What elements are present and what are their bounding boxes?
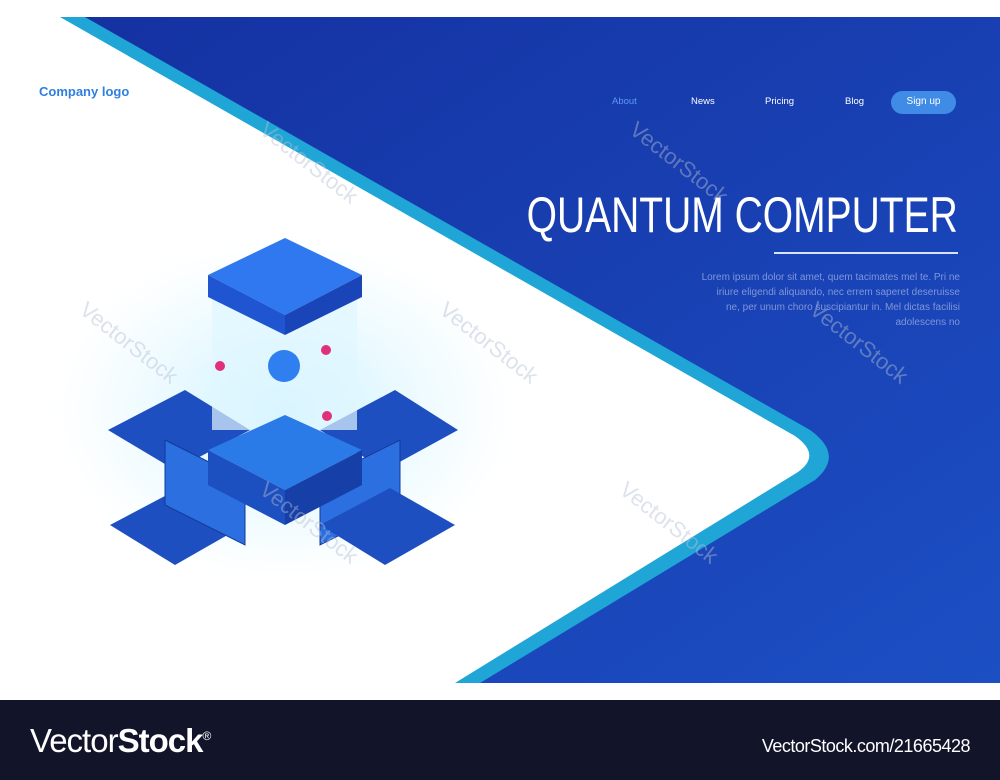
hero-description: Lorem ipsum dolor sit amet, quem tacimat… (701, 272, 960, 328)
nav-about[interactable]: About (612, 96, 637, 107)
hero-title: QUANTUM COMPUTER (526, 187, 958, 243)
hero-background (0, 17, 1000, 683)
nav-pricing[interactable]: Pricing (765, 96, 795, 107)
signup-button[interactable]: Sign up (891, 91, 956, 114)
vectorstock-banner: VectorStock® VectorStock.com/21665428 (0, 700, 1000, 780)
company-logo[interactable]: Company logo (39, 84, 130, 99)
title-underline (774, 252, 958, 254)
quantum-computer-illustration (108, 238, 458, 565)
nav-blog[interactable]: Blog (845, 96, 865, 107)
vectorstock-logo: VectorStock® (30, 722, 211, 759)
image-id: VectorStock.com/21665428 (761, 736, 971, 756)
nav-news[interactable]: News (691, 96, 715, 107)
